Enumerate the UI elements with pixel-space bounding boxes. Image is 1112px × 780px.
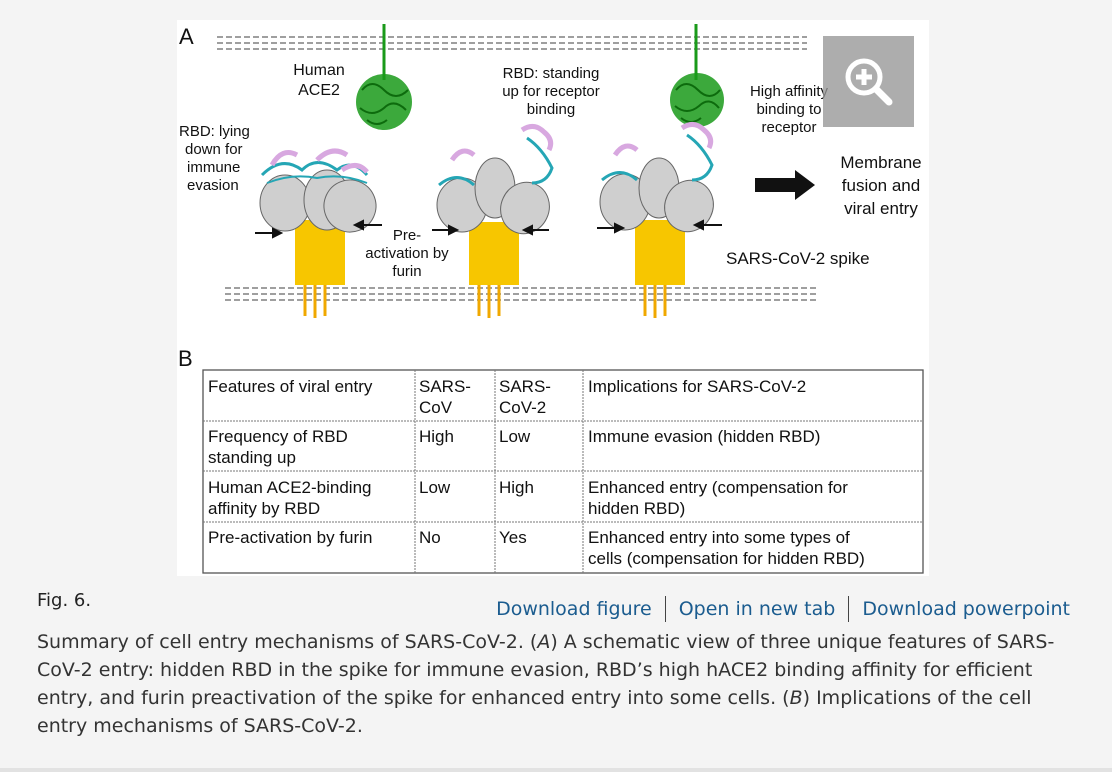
label-rbd-lying-line2: down for	[185, 141, 243, 158]
caption-panel-b-ref: B	[789, 687, 803, 709]
cell-row3-implication-line2: cells (compensation for hidden RBD)	[588, 549, 865, 568]
zoom-button[interactable]	[823, 36, 914, 127]
ace2-receptor-1	[356, 24, 412, 130]
th-sars-cov-line1: SARS-	[419, 377, 471, 396]
figure-caption: Summary of cell entry mechanisms of SARS…	[37, 628, 1067, 740]
label-rbd-standing-line3: binding	[527, 101, 575, 118]
open-new-tab-link[interactable]: Open in new tab	[678, 598, 836, 620]
label-human-ace2-line2: ACE2	[298, 82, 340, 99]
label-rbd-standing-line2: up for receptor	[502, 83, 600, 100]
label-membrane-line1: Membrane	[840, 153, 921, 172]
cell-row3-feature-line1: Pre-activation by furin	[208, 528, 372, 547]
link-separator	[664, 596, 666, 622]
caption-text-3: ) Implications of the cell entry mechani…	[37, 687, 1032, 737]
figure-links: Download figure Open in new tab Download…	[496, 596, 1070, 622]
cell-row1-cov2: Low	[499, 427, 531, 446]
label-high-affinity-line3: receptor	[761, 119, 816, 136]
cell-row1-cov: High	[419, 427, 454, 446]
link-separator	[848, 596, 850, 622]
cell-row2-implication-line1: Enhanced entry (compensation for	[588, 478, 848, 497]
download-powerpoint-link[interactable]: Download powerpoint	[862, 598, 1070, 620]
figure-label: Fig. 6.	[37, 590, 92, 611]
th-sars-cov-line2: CoV	[419, 398, 453, 417]
label-rbd-lying-line1: RBD: lying	[179, 123, 250, 140]
label-high-affinity-line1: High affinity	[750, 83, 829, 100]
cell-row2-feature-line2: affinity by RBD	[208, 499, 320, 518]
label-preact-line3: furin	[392, 263, 421, 280]
panel-a-letter: A	[179, 24, 194, 49]
cell-row1-implication-line1: Immune evasion (hidden RBD)	[588, 427, 820, 446]
label-membrane-line2: fusion and	[842, 176, 920, 195]
label-sars-cov-2-spike: SARS-CoV-2 spike	[726, 249, 870, 268]
cell-row3-implication-line1: Enhanced entry into some types of	[588, 528, 850, 547]
figure-diagram: A B	[178, 24, 924, 574]
furin-arrows	[255, 219, 722, 239]
cell-row2-feature-line1: Human ACE2-binding	[208, 478, 371, 497]
figure-image[interactable]: A B	[177, 20, 929, 576]
label-membrane-line3: viral entry	[844, 199, 918, 218]
th-sars-cov2-line1: SARS-	[499, 377, 551, 396]
download-figure-link[interactable]: Download figure	[496, 598, 652, 620]
label-rbd-lying-line3: immune	[187, 159, 240, 176]
label-preact-line1: Pre-	[393, 227, 421, 244]
cell-row1-feature-line2: standing up	[208, 448, 296, 467]
label-rbd-standing-line1: RBD: standing	[503, 65, 600, 82]
caption-panel-a-ref: A	[537, 631, 551, 653]
cell-row2-implication-line2: hidden RBD)	[588, 499, 685, 518]
implications-table: Features of viral entry SARS- CoV SARS- …	[202, 369, 924, 574]
entry-arrow	[755, 170, 815, 200]
cell-row1-feature-line1: Frequency of RBD	[208, 427, 348, 446]
panel-b-letter: B	[178, 346, 193, 371]
caption-text-2: ) A schematic view of three unique featu…	[37, 631, 1055, 709]
th-implications: Implications for SARS-CoV-2	[588, 377, 806, 396]
ace2-receptor-2	[670, 24, 724, 127]
top-membrane	[217, 36, 807, 50]
cell-row2-cov2: High	[499, 478, 534, 497]
spike-2	[436, 124, 554, 318]
cell-row2-cov: Low	[419, 478, 451, 497]
label-preact-line2: activation by	[365, 245, 449, 262]
cell-row3-cov2: Yes	[499, 528, 527, 547]
cell-row3-cov: No	[419, 528, 441, 547]
caption-text-1: Summary of cell entry mechanisms of SARS…	[37, 631, 538, 653]
th-sars-cov2-line2: CoV-2	[499, 398, 546, 417]
spike-1	[259, 148, 377, 318]
label-high-affinity-line2: binding to	[756, 101, 821, 118]
label-rbd-lying-line4: evasion	[187, 177, 239, 194]
zoom-in-icon	[845, 58, 892, 105]
label-human-ace2-line1: Human	[293, 62, 345, 79]
th-features: Features of viral entry	[208, 377, 373, 396]
spike-3	[599, 122, 714, 318]
